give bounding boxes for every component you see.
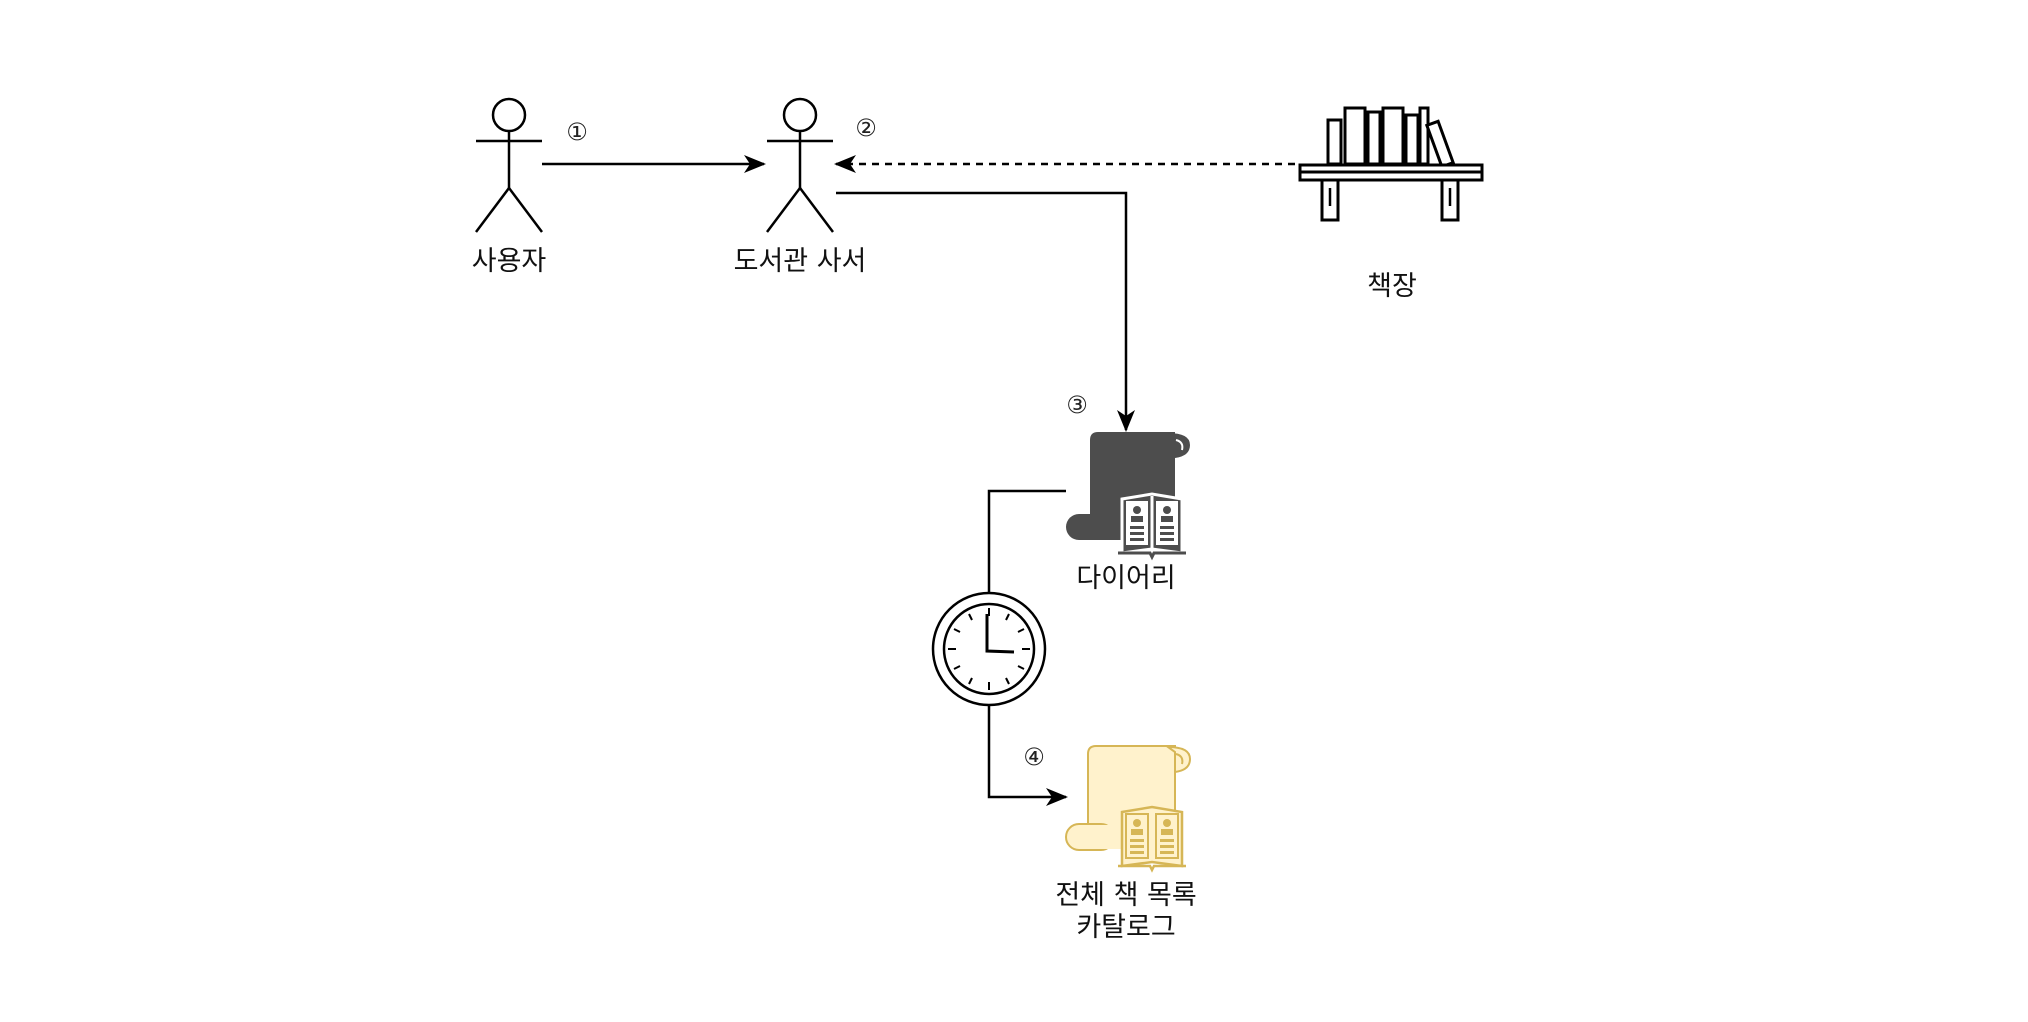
- step-number-2: ②: [855, 114, 877, 142]
- stick-figure-icon: [766, 97, 834, 233]
- arrow-clock-to-catalog: [987, 706, 1068, 806]
- diary-label: 다이어리: [1076, 563, 1175, 594]
- stick-figure-icon: [475, 97, 543, 233]
- arrow-librarian-to-diary: [836, 191, 1135, 432]
- user-label: 사용자: [472, 246, 547, 277]
- bookshelf-label: 책장: [1367, 271, 1417, 302]
- catalog-label-line2: 카탈로그: [1076, 912, 1175, 943]
- scroll-book-icon: [1065, 745, 1192, 873]
- bookshelf-icon: [1298, 106, 1484, 222]
- connector-diary-to-clock: [987, 489, 1066, 592]
- step-number-1: ①: [566, 118, 588, 146]
- step-number-4: ④: [1023, 743, 1045, 771]
- librarian-label: 도서관 사서: [734, 246, 867, 277]
- clock-icon: [931, 591, 1047, 707]
- step-number-3: ③: [1066, 391, 1088, 419]
- scroll-book-icon: [1066, 432, 1190, 561]
- catalog-label-line1: 전체 책 목록: [1055, 880, 1196, 911]
